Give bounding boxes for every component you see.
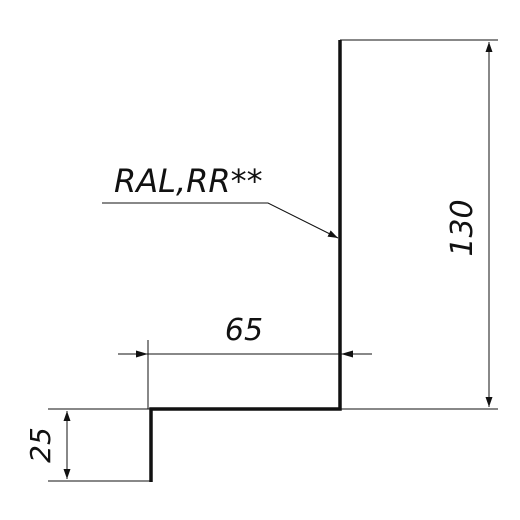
material-note-leader bbox=[102, 202, 339, 239]
dimension-label-65: 65 bbox=[225, 313, 263, 348]
material-note-label: RAL,RR** bbox=[114, 162, 263, 200]
dimension-label-25: 25 bbox=[24, 427, 57, 463]
profile-outline bbox=[149, 40, 342, 482]
dimension-arrow-65-left bbox=[136, 350, 148, 358]
dimension-label-130: 130 bbox=[445, 199, 480, 256]
dimension-arrow-65-right bbox=[341, 350, 353, 358]
